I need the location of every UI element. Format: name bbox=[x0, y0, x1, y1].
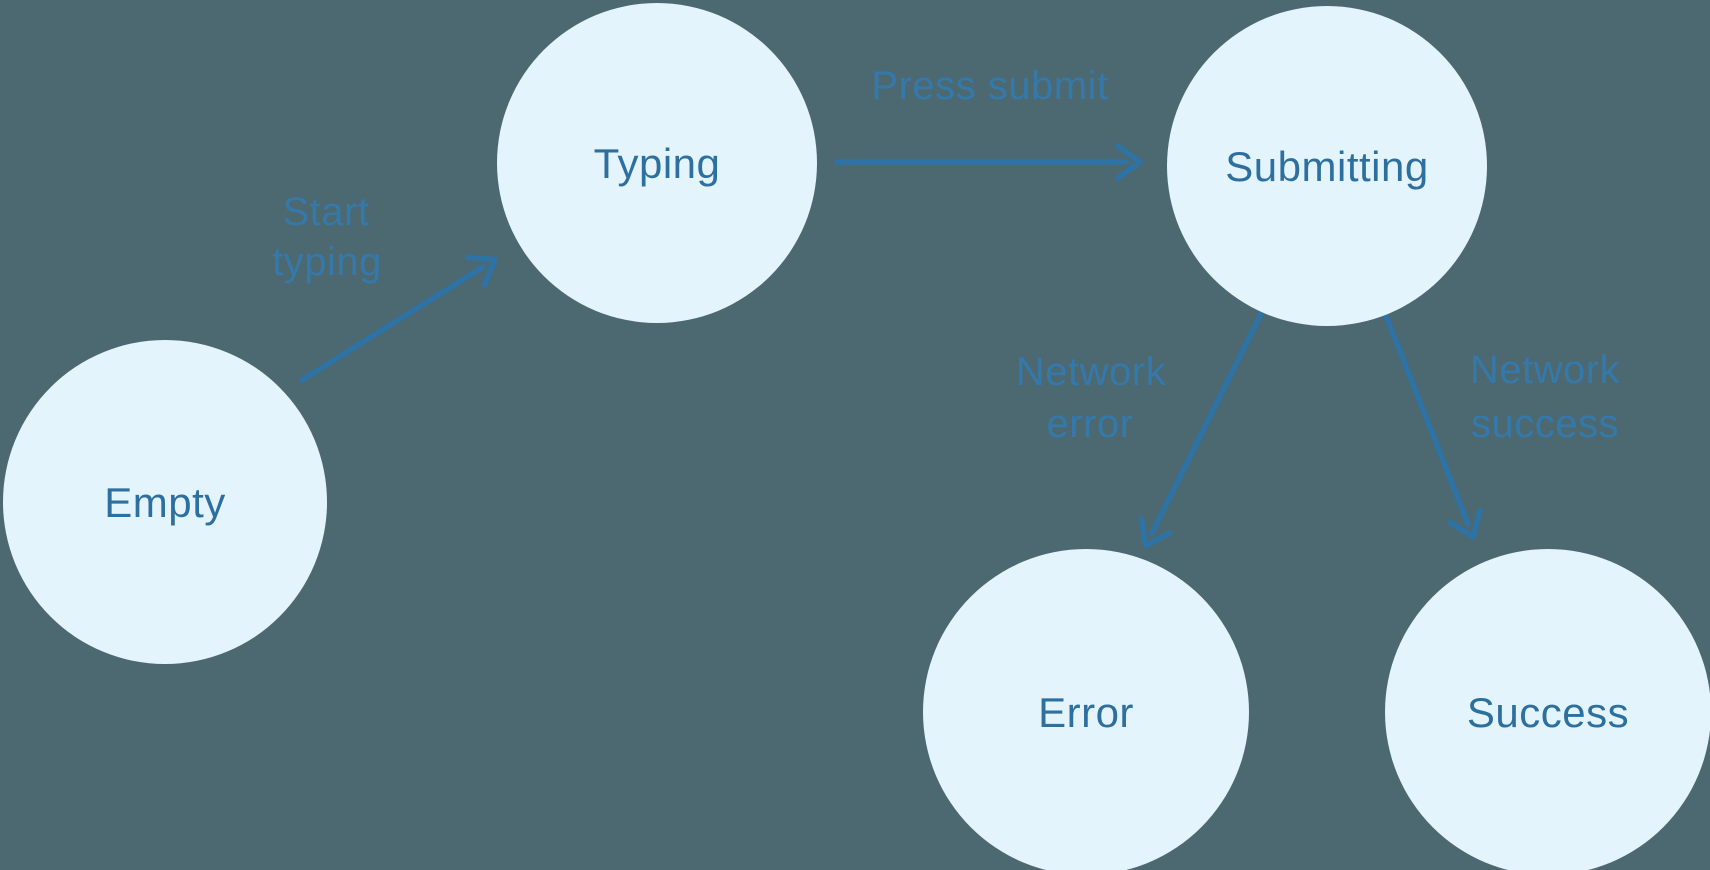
transition-label-network-success-line1: Network bbox=[1470, 348, 1621, 392]
state-circle-empty bbox=[3, 340, 327, 664]
arrow-shaft bbox=[1383, 313, 1483, 540]
transition-label-network-error-line1: Network bbox=[1016, 350, 1167, 394]
transition-arrow-empty-typing: Start typing bbox=[272, 190, 498, 383]
state-node-error: Error bbox=[923, 549, 1249, 870]
state-circle-success bbox=[1385, 549, 1710, 870]
state-circle-typing bbox=[497, 3, 817, 323]
state-node-submitting: Submitting bbox=[1167, 6, 1487, 326]
transition-label-press-submit: Press submit bbox=[871, 64, 1108, 108]
state-label-empty: Empty bbox=[104, 479, 226, 526]
state-label-typing: Typing bbox=[594, 140, 721, 187]
state-label-submitting: Submitting bbox=[1225, 143, 1428, 190]
state-node-success: Success bbox=[1385, 549, 1710, 870]
state-node-empty: Empty bbox=[3, 340, 327, 664]
state-circle-error bbox=[923, 549, 1249, 870]
transition-label-start-typing-line1: Start bbox=[283, 190, 370, 234]
transition-label-network-success-line2: success bbox=[1471, 402, 1619, 446]
arrow-shaft bbox=[1138, 309, 1265, 549]
state-label-error: Error bbox=[1038, 689, 1134, 736]
state-circle-submitting bbox=[1167, 6, 1487, 326]
state-node-typing: Typing bbox=[497, 3, 817, 323]
transition-label-start-typing-line2: typing bbox=[272, 240, 382, 284]
transition-arrow-submitting-error: Network error bbox=[1016, 309, 1265, 549]
transition-arrow-typing-submitting: Press submit bbox=[834, 64, 1143, 181]
arrow-shaft bbox=[299, 254, 498, 383]
transition-label-network-error-line2: error bbox=[1047, 402, 1134, 446]
state-label-success: Success bbox=[1467, 689, 1629, 736]
transition-arrow-submitting-success: Network success bbox=[1383, 313, 1621, 540]
